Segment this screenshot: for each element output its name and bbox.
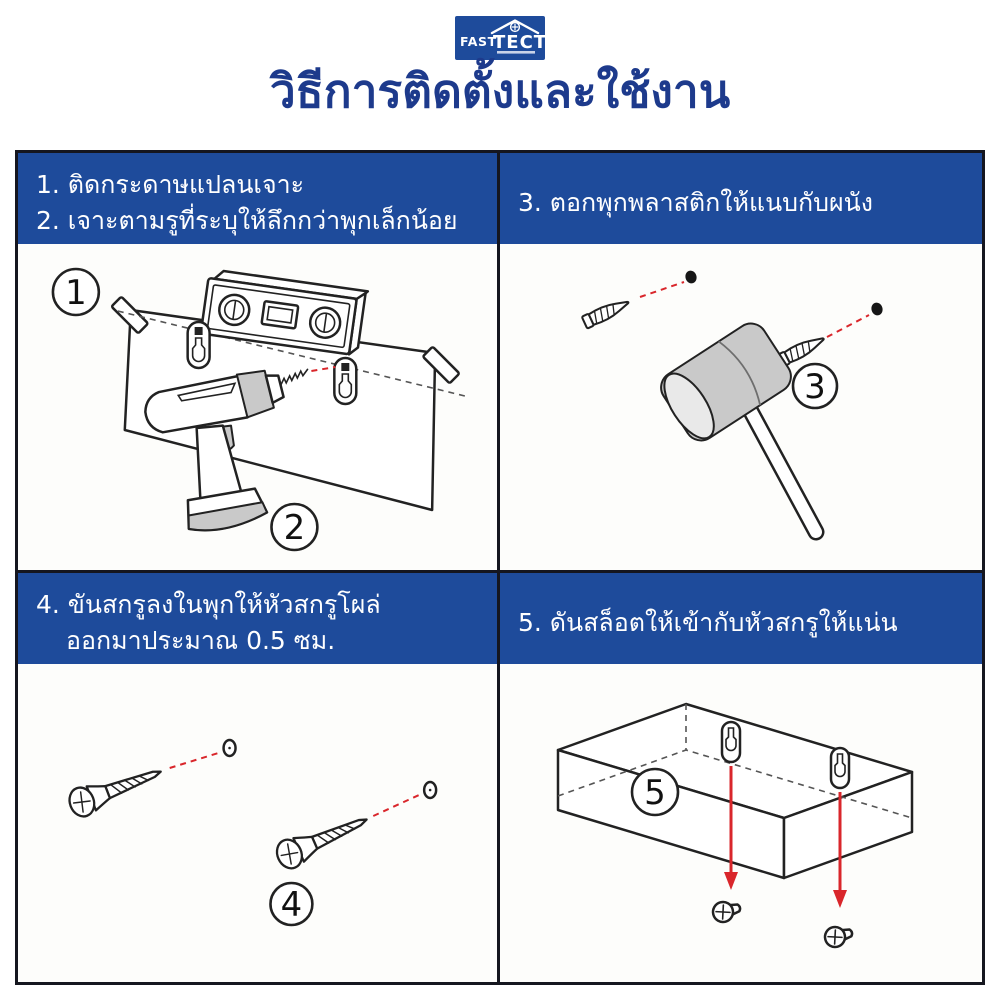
step-1-label: 1. ติดกระดาษแปลนเจาะ — [36, 169, 305, 199]
panel-1-header: 1. ติดกระดาษแปลนเจาะ 2. เจาะตามรูที่ระบุ… — [18, 153, 497, 244]
panel-3-illustration: 4 — [18, 664, 497, 982]
pilot-hole-icon — [422, 780, 438, 800]
steps-grid: 1. ติดกระดาษแปลนเจาะ 2. เจาะตามรูที่ระบุ… — [15, 150, 985, 985]
panel-2-header: 3. ตอกพุกพลาสติกให้แนบกับผนัง — [500, 153, 982, 244]
drill-hole-icon — [685, 270, 697, 284]
step-marker-4: 4 — [269, 881, 314, 927]
keyhole-mark-icon — [333, 356, 358, 406]
logo-text-tect: TECT — [493, 32, 545, 53]
down-arrow-icon — [833, 792, 847, 908]
pilot-hole-icon — [222, 738, 237, 758]
svg-text:2: 2 — [284, 508, 306, 548]
page-title: วิธีการติดตั้งและใช้งาน — [269, 64, 731, 118]
panel-step-4: 4. ขันสกรูลงในพุกให้หัวสกรูโผล่ ออกมาประ… — [18, 573, 500, 982]
keyhole-mark-icon — [186, 320, 211, 370]
aim-line — [826, 314, 870, 338]
guide-line — [117, 310, 470, 398]
tape-icon — [110, 296, 149, 334]
screw-head-icon — [821, 921, 856, 951]
screw-head-icon — [709, 896, 744, 926]
screw-icon — [271, 804, 374, 874]
aim-line — [311, 366, 336, 372]
shelf-mount-illustration: 5 — [556, 702, 914, 951]
mallet-anchor-illustration: 3 — [580, 270, 883, 541]
keyhole-slot-icon — [829, 746, 851, 790]
svg-text:1: 1 — [65, 273, 87, 313]
brand-logo: FAST TECT — [455, 16, 546, 60]
panel-4-illustration: 5 — [500, 664, 982, 982]
panel-2-illustration: 3 — [500, 244, 982, 570]
aim-line — [372, 793, 422, 817]
step-4-label-line2: ออกมาประมาณ 0.5 ซม. — [66, 625, 336, 655]
panel-step-5: 5. ดันสล็อตให้เข้ากับหัวสกรูให้แน่น — [500, 573, 982, 982]
rubber-mallet-icon — [660, 322, 825, 541]
svg-text:4: 4 — [281, 885, 303, 925]
step-marker-5: 5 — [630, 767, 680, 817]
panel-4-header: 5. ดันสล็อตให้เข้ากับหัวสกรูให้แน่น — [500, 573, 982, 664]
step-4-label: 4. ขันสกรูลงในพุกให้หัวสกรูโผล่ — [36, 589, 381, 619]
tape-icon — [422, 346, 460, 384]
step-marker-2: 2 — [270, 502, 319, 552]
panel-1-illustration: 1 2 — [18, 244, 497, 570]
down-arrow-icon — [724, 766, 738, 890]
step-2-label: 2. เจาะตามรูที่ระบุให้ลึกกว่าพุกเล็กน้อย — [36, 205, 458, 235]
house-screw-icon: FAST TECT — [460, 19, 546, 54]
svg-text:5: 5 — [644, 773, 666, 813]
panel-3-header: 4. ขันสกรูลงในพุกให้หัวสกรูโผล่ ออกมาประ… — [18, 573, 497, 664]
drill-template-illustration: 1 2 — [51, 267, 470, 552]
step-5-label: 5. ดันสล็อตให้เข้ากับหัวสกรูให้แน่น — [518, 607, 898, 637]
logo-text-fast: FAST — [460, 34, 497, 49]
step-3-label: 3. ตอกพุกพลาสติกให้แนบกับผนัง — [518, 187, 873, 217]
aim-line — [639, 281, 685, 298]
step-marker-3: 3 — [791, 362, 839, 410]
svg-text:3: 3 — [804, 367, 826, 407]
drill-hole-icon — [871, 302, 883, 316]
step-marker-1: 1 — [51, 267, 101, 317]
panel-step-3: 3. ตอกพุกพลาสติกให้แนบกับผนัง — [500, 153, 982, 573]
panel-step-1-2: 1. ติดกระดาษแปลนเจาะ 2. เจาะตามรูที่ระบุ… — [18, 153, 500, 573]
spirit-level-icon — [199, 269, 370, 356]
wall-anchor-icon — [580, 295, 633, 330]
aim-line — [169, 751, 222, 769]
keyhole-slot-icon — [720, 720, 742, 764]
screws-illustration: 4 — [64, 738, 438, 927]
screw-icon — [64, 756, 168, 822]
drill-icon — [144, 368, 309, 532]
sheet-header: FAST TECT วิธีการติดตั้งและใช้งาน — [0, 0, 1000, 150]
